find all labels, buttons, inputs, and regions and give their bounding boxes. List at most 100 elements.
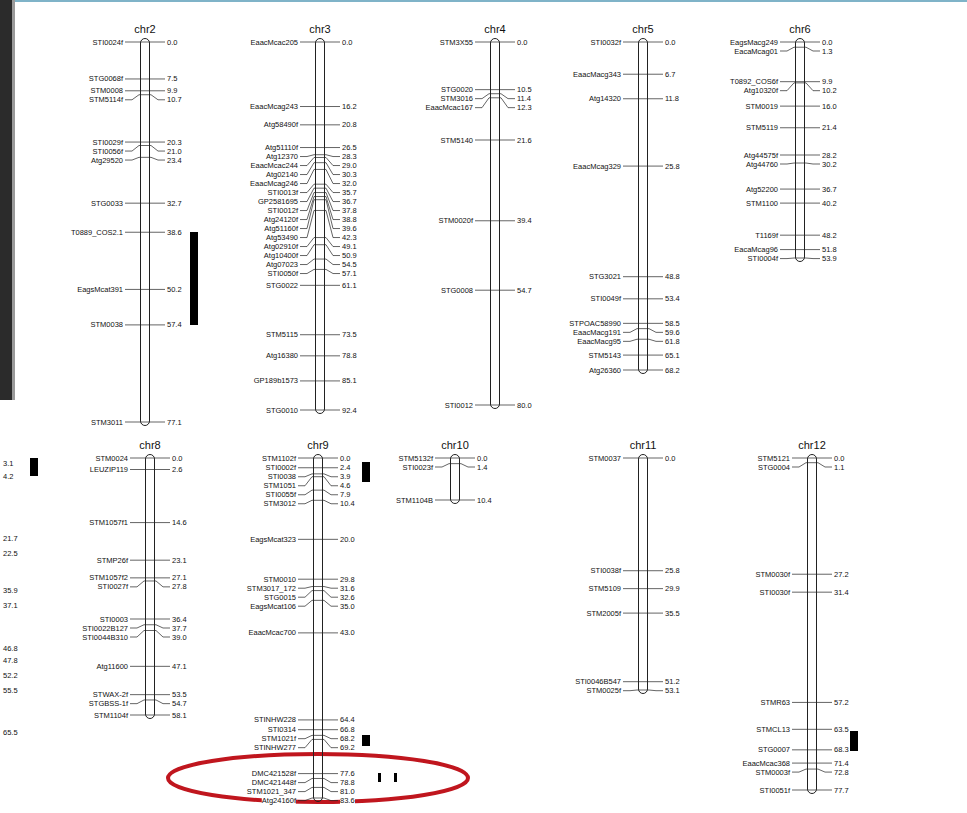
map-position: 3.9 [340, 472, 350, 481]
qtl-bar [378, 773, 381, 782]
marker-leader [298, 798, 338, 801]
marker-leader [780, 81, 820, 82]
marker-leader [792, 463, 832, 467]
map-position: 40.2 [822, 199, 837, 208]
marker-name: STM0003f [755, 768, 790, 777]
marker-name: STI0023f [403, 463, 433, 472]
marker-leader [623, 458, 663, 459]
marker-leader [130, 458, 170, 459]
map-position: 64.4 [340, 715, 355, 724]
marker-name: EagsMcat106 [250, 602, 296, 611]
map-position: 81.0 [340, 787, 355, 796]
marker-leader [623, 74, 663, 75]
marker-name: EaacMcag243 [250, 102, 298, 111]
marker-leader [130, 631, 170, 637]
marker-leader [298, 773, 338, 774]
marker-name: STI0002f [266, 463, 296, 472]
marker-leader [623, 690, 663, 692]
marker-leader [623, 166, 663, 167]
map-position: 78.8 [342, 351, 357, 360]
marker-name: STM5115 [266, 330, 298, 339]
chromosome-title: chr3 [309, 23, 330, 35]
marker-name: STI0012 [445, 401, 473, 410]
marker-name: GP189b1573 [254, 376, 298, 385]
marker-name: EaacMcac368 [742, 759, 790, 768]
marker-name: Atg10320f [744, 86, 778, 95]
marker-name: STM1021f [261, 734, 296, 743]
marker-leader [130, 469, 170, 470]
marker-name: EaacMacg95 [577, 337, 621, 346]
marker-leader [623, 370, 663, 371]
marker-name: STWAX-2f [93, 690, 128, 699]
map-position: 27.2 [834, 570, 849, 579]
map-position: 78.8 [340, 778, 355, 787]
marker-name: STM3011 [91, 418, 123, 427]
map-position: 11.4 [517, 94, 531, 103]
marker-name: STM3016 [440, 94, 473, 103]
map-position: 57.4 [167, 320, 182, 329]
map-position: 4.6 [340, 481, 350, 490]
map-position: 21.7 [3, 534, 18, 543]
marker-leader [780, 47, 820, 51]
map-position: 55.5 [3, 686, 18, 695]
marker-name: STI0049f [591, 294, 621, 303]
marker-name: STM3017_172 [247, 584, 296, 593]
map-position: 68.3 [834, 745, 849, 754]
map-position: 0.0 [167, 38, 177, 47]
marker-name: Atg44575f [744, 151, 778, 160]
map-position: 54.7 [517, 286, 532, 295]
map-position: 0.0 [834, 454, 844, 463]
map-position: 16.2 [342, 102, 357, 111]
map-position: 36.7 [822, 185, 837, 194]
marker-leader [298, 477, 338, 486]
map-position: 0.0 [477, 454, 487, 463]
map-position: 66.8 [340, 725, 355, 734]
map-position: 14.6 [172, 518, 187, 527]
marker-name: T0892_COS6f [730, 77, 778, 86]
marker-name: STG0008 [441, 286, 473, 295]
marker-name: STM5140 [440, 136, 473, 145]
map-position: 49.1 [342, 242, 357, 251]
map-position: 30.2 [822, 160, 837, 169]
marker-leader [298, 591, 338, 598]
marker-name: STGBSS-1f [89, 699, 128, 708]
chromosome-title: chr6 [789, 23, 810, 35]
marker-leader [298, 600, 338, 606]
marker-name: EaacMcac244 [250, 161, 298, 170]
map-position: 37.8 [342, 206, 357, 215]
qtl-bar [362, 735, 370, 746]
marker-leader [125, 90, 165, 91]
chromosome-bar: chr5 [638, 38, 648, 374]
chromosome-title: chr11 [630, 439, 657, 451]
chromosome-title: chr12 [798, 439, 826, 451]
map-position: 9.9 [167, 86, 177, 95]
marker-name: EaacMcac167 [425, 103, 473, 112]
marker-leader [475, 140, 515, 141]
marker-name: STPOAC58990 [569, 319, 621, 328]
marker-name: T0889_COS2.1 [71, 228, 123, 237]
marker-name: STI0003 [100, 615, 128, 624]
map-position: 36.4 [172, 615, 187, 624]
map-position: 7.9 [340, 490, 350, 499]
marker-name: STI0051f [760, 786, 790, 795]
marker-name: STM0030f [755, 570, 790, 579]
marker-name: STM5119 [746, 123, 778, 132]
marker-name: Atg53490 [266, 233, 298, 242]
marker-name: EaacMacg191 [573, 328, 621, 337]
marker-name: STM0038 [90, 320, 123, 329]
map-position: 20.3 [167, 138, 182, 147]
marker-name: STM1057f2 [89, 573, 128, 582]
marker-leader [125, 422, 165, 423]
marker-name: Atg58490f [264, 120, 298, 129]
marker-leader [130, 560, 170, 561]
map-position: 10.7 [167, 95, 182, 104]
marker-leader [130, 625, 170, 628]
marker-name: STM1051 [263, 481, 296, 490]
marker-name: STM1100 [746, 199, 778, 208]
marker-leader [623, 588, 663, 589]
marker-leader [792, 458, 832, 459]
marker-leader [475, 220, 515, 221]
map-position: 2.6 [172, 465, 182, 474]
marker-leader [300, 193, 340, 211]
marker-leader [300, 245, 340, 256]
